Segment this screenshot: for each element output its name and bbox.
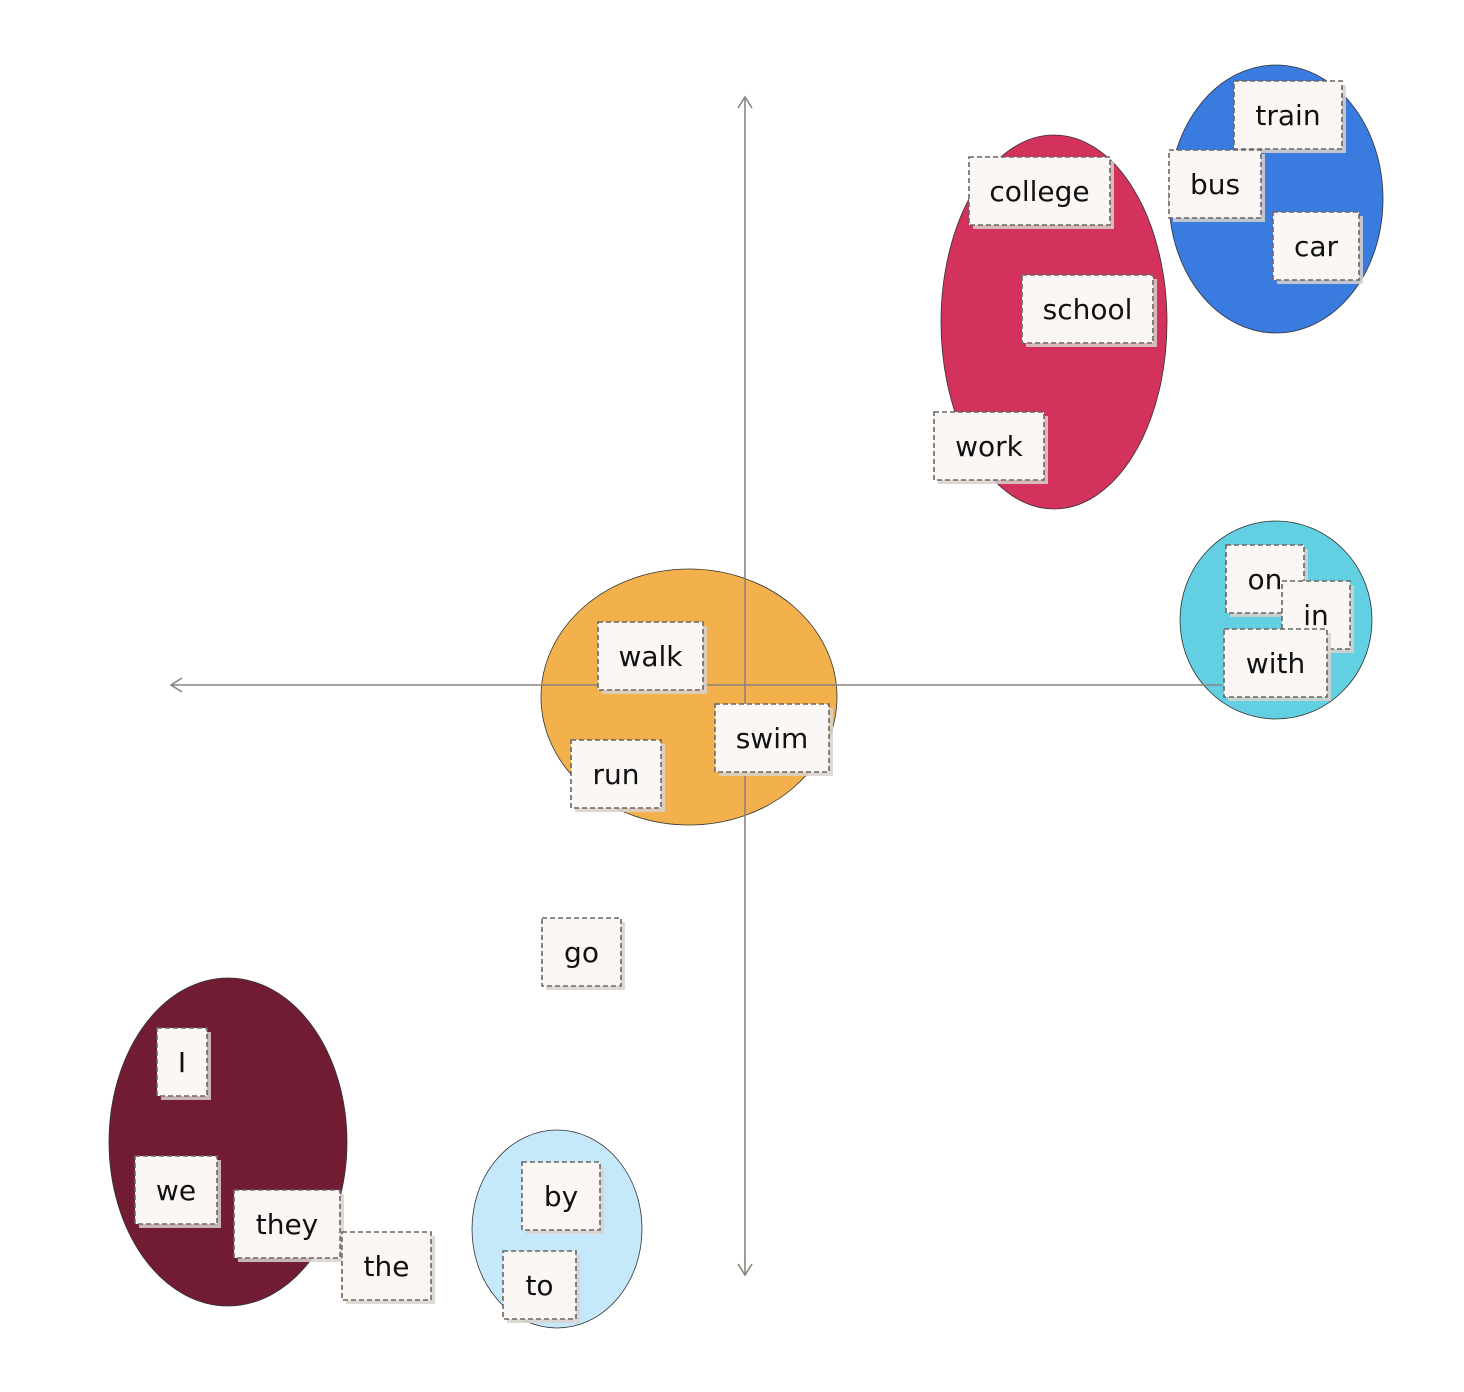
word-label: with — [1246, 647, 1305, 680]
word-label: by — [544, 1180, 578, 1213]
word-card: they — [233, 1189, 344, 1262]
word-label: walk — [618, 640, 683, 673]
word-label: the — [364, 1250, 410, 1283]
word-card: with — [1223, 628, 1331, 701]
word-card-box — [1168, 149, 1262, 219]
word-label: to — [525, 1269, 553, 1302]
word-card: the — [341, 1231, 435, 1304]
word-label: they — [256, 1208, 319, 1241]
word-label: I — [178, 1046, 186, 1079]
word-label: car — [1294, 230, 1339, 263]
word-card: I — [156, 1027, 211, 1100]
word-card: we — [134, 1155, 221, 1228]
word-card-box — [1233, 80, 1343, 150]
down-arrow-icon — [737, 1263, 753, 1277]
word-label: work — [955, 430, 1024, 463]
word-card: run — [570, 739, 665, 812]
word-label: in — [1303, 599, 1329, 632]
word-card: college — [968, 156, 1114, 229]
word-label: train — [1255, 99, 1320, 132]
up-arrow-icon — [737, 95, 753, 109]
word-card-box — [1223, 628, 1328, 698]
word-card-box — [714, 703, 830, 773]
word-label: run — [592, 758, 639, 791]
word-label: school — [1043, 293, 1133, 326]
left-arrow-icon — [169, 677, 183, 693]
word-card-box — [933, 411, 1045, 481]
word-card: car — [1272, 211, 1363, 284]
word-card-box — [1021, 274, 1154, 344]
word-card: bus — [1168, 149, 1265, 222]
word-card: go — [541, 917, 625, 990]
word-card: swim — [714, 703, 833, 776]
word-card: train — [1233, 80, 1346, 153]
word-label: go — [564, 936, 599, 969]
word-label: swim — [736, 722, 809, 755]
word-label: on — [1248, 563, 1283, 596]
word-card-box — [597, 621, 704, 691]
word-card-box — [134, 1155, 218, 1225]
word-card-box — [1272, 211, 1360, 281]
word-label: we — [156, 1174, 196, 1207]
word-card: work — [933, 411, 1048, 484]
word-card-box — [502, 1250, 577, 1320]
word-label: college — [989, 175, 1089, 208]
word-card: walk — [597, 621, 707, 694]
word-card: to — [502, 1250, 580, 1323]
word-card-box — [521, 1161, 601, 1231]
word-card-box — [570, 739, 662, 809]
word-label: bus — [1190, 168, 1240, 201]
word-card: school — [1021, 274, 1157, 347]
word-card-box — [156, 1027, 208, 1097]
word-card-box — [233, 1189, 341, 1259]
word-card-box — [968, 156, 1111, 226]
word-card-box — [541, 917, 622, 987]
word-card: by — [521, 1161, 604, 1234]
word-card-box — [341, 1231, 432, 1301]
